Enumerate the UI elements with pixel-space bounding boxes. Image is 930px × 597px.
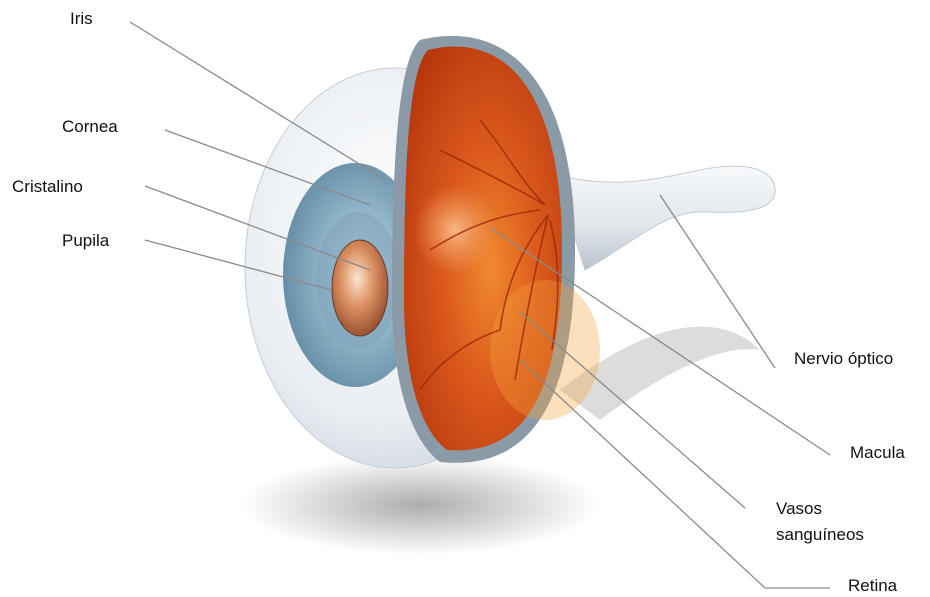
label-macula: Macula: [850, 442, 905, 464]
label-iris: Iris: [70, 8, 93, 30]
label-retina: Retina: [848, 575, 897, 597]
label-pupila: Pupila: [62, 230, 109, 252]
label-vasos-line1: Vasos: [776, 498, 822, 520]
label-vasos-line2: sanguíneos: [776, 524, 864, 546]
eye-shadow: [240, 455, 600, 555]
label-cornea: Cornea: [62, 116, 118, 138]
label-nervio-optico: Nervio óptico: [794, 348, 893, 370]
macula-spot: [413, 184, 497, 276]
lens-shape: [332, 240, 388, 336]
label-cristalino: Cristalino: [12, 176, 83, 198]
optic-nerve: [555, 166, 775, 270]
fundus-glow: [490, 280, 600, 420]
